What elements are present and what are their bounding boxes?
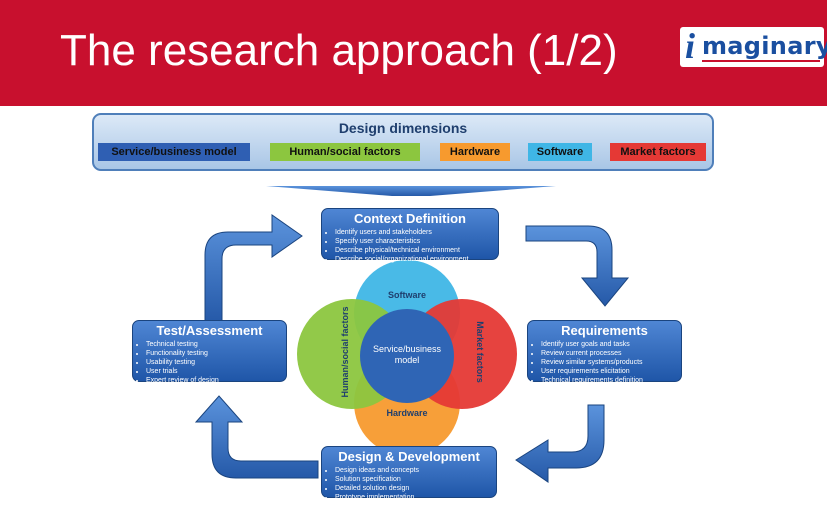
funnel-arrow	[266, 186, 556, 196]
list-item: Describe social/organizational environme…	[335, 255, 498, 264]
curved-arrow-context-to-requirements	[525, 225, 630, 307]
curved-arrow-test-to-context	[204, 214, 303, 324]
dimension-tag-human: Human/social factors	[270, 143, 420, 161]
venn-market-label: Market factors	[475, 321, 485, 383]
logo-mark: i	[685, 26, 696, 66]
list-item: Review similar systems/products	[541, 358, 681, 367]
requirements-list: Identify user goals and tasks Review cur…	[528, 340, 681, 385]
list-item: Identify users and stakeholders	[335, 228, 498, 237]
dimension-tag-hardware: Hardware	[440, 143, 510, 161]
list-item: User trials	[146, 367, 286, 376]
venn-center-label: Service/business model	[372, 344, 442, 365]
venn-human-label: Human/social factors	[340, 306, 350, 398]
list-item: Usability testing	[146, 358, 286, 367]
curved-arrow-design-to-test	[194, 395, 319, 479]
list-item: Expert review of design	[146, 376, 286, 385]
list-item: Technical testing	[146, 340, 286, 349]
requirements-title: Requirements	[561, 323, 648, 338]
requirements-box: Requirements Identify user goals and tas…	[527, 320, 682, 385]
test-assessment-box: Test/Assessment Technical testing Functi…	[132, 320, 287, 385]
context-definition-box: Context Definition Identify users and st…	[321, 208, 499, 263]
dimension-tag-market: Market factors	[610, 143, 706, 161]
list-item: Identify user goals and tasks	[541, 340, 681, 349]
design-dimensions-panel: Design dimensions	[92, 113, 714, 171]
logo-underline	[702, 60, 820, 62]
list-item: Technical requirements definition	[541, 376, 681, 385]
venn-hardware-label: Hardware	[386, 408, 428, 418]
page-title: The research approach (1/2)	[60, 26, 618, 75]
list-item: User requirements elicitation	[541, 367, 681, 376]
funnel-arrow-stem	[382, 178, 390, 179]
list-item: Review current processes	[541, 349, 681, 358]
dimension-tag-service: Service/business model	[98, 143, 250, 161]
list-item: Prototype implementation	[335, 493, 496, 502]
design-development-list: Design ideas and concepts Solution speci…	[322, 466, 496, 502]
list-item: Describe physical/technical environment	[335, 246, 498, 255]
test-assessment-list: Technical testing Functionality testing …	[133, 340, 286, 385]
list-item: Functionality testing	[146, 349, 286, 358]
context-definition-title: Context Definition	[354, 211, 466, 226]
list-item: Design ideas and concepts	[335, 466, 496, 475]
list-item: Specify user characteristics	[335, 237, 498, 246]
venn-center-circle	[360, 309, 454, 403]
curved-arrow-requirements-to-design	[515, 404, 605, 483]
list-item: Detailed solution design	[335, 484, 496, 493]
logo-text: maginary	[702, 32, 827, 60]
design-development-title: Design & Development	[338, 449, 480, 464]
list-item: Solution specification	[335, 475, 496, 484]
venn-software-label: Software	[387, 290, 426, 300]
context-definition-list: Identify users and stakeholders Specify …	[322, 228, 498, 264]
dimension-tag-software: Software	[528, 143, 592, 161]
test-assessment-title: Test/Assessment	[156, 323, 263, 338]
design-dimensions-title: Design dimensions	[338, 120, 468, 136]
imaginary-logo: i maginary	[680, 26, 827, 67]
design-development-box: Design & Development Design ideas and co…	[321, 446, 497, 501]
